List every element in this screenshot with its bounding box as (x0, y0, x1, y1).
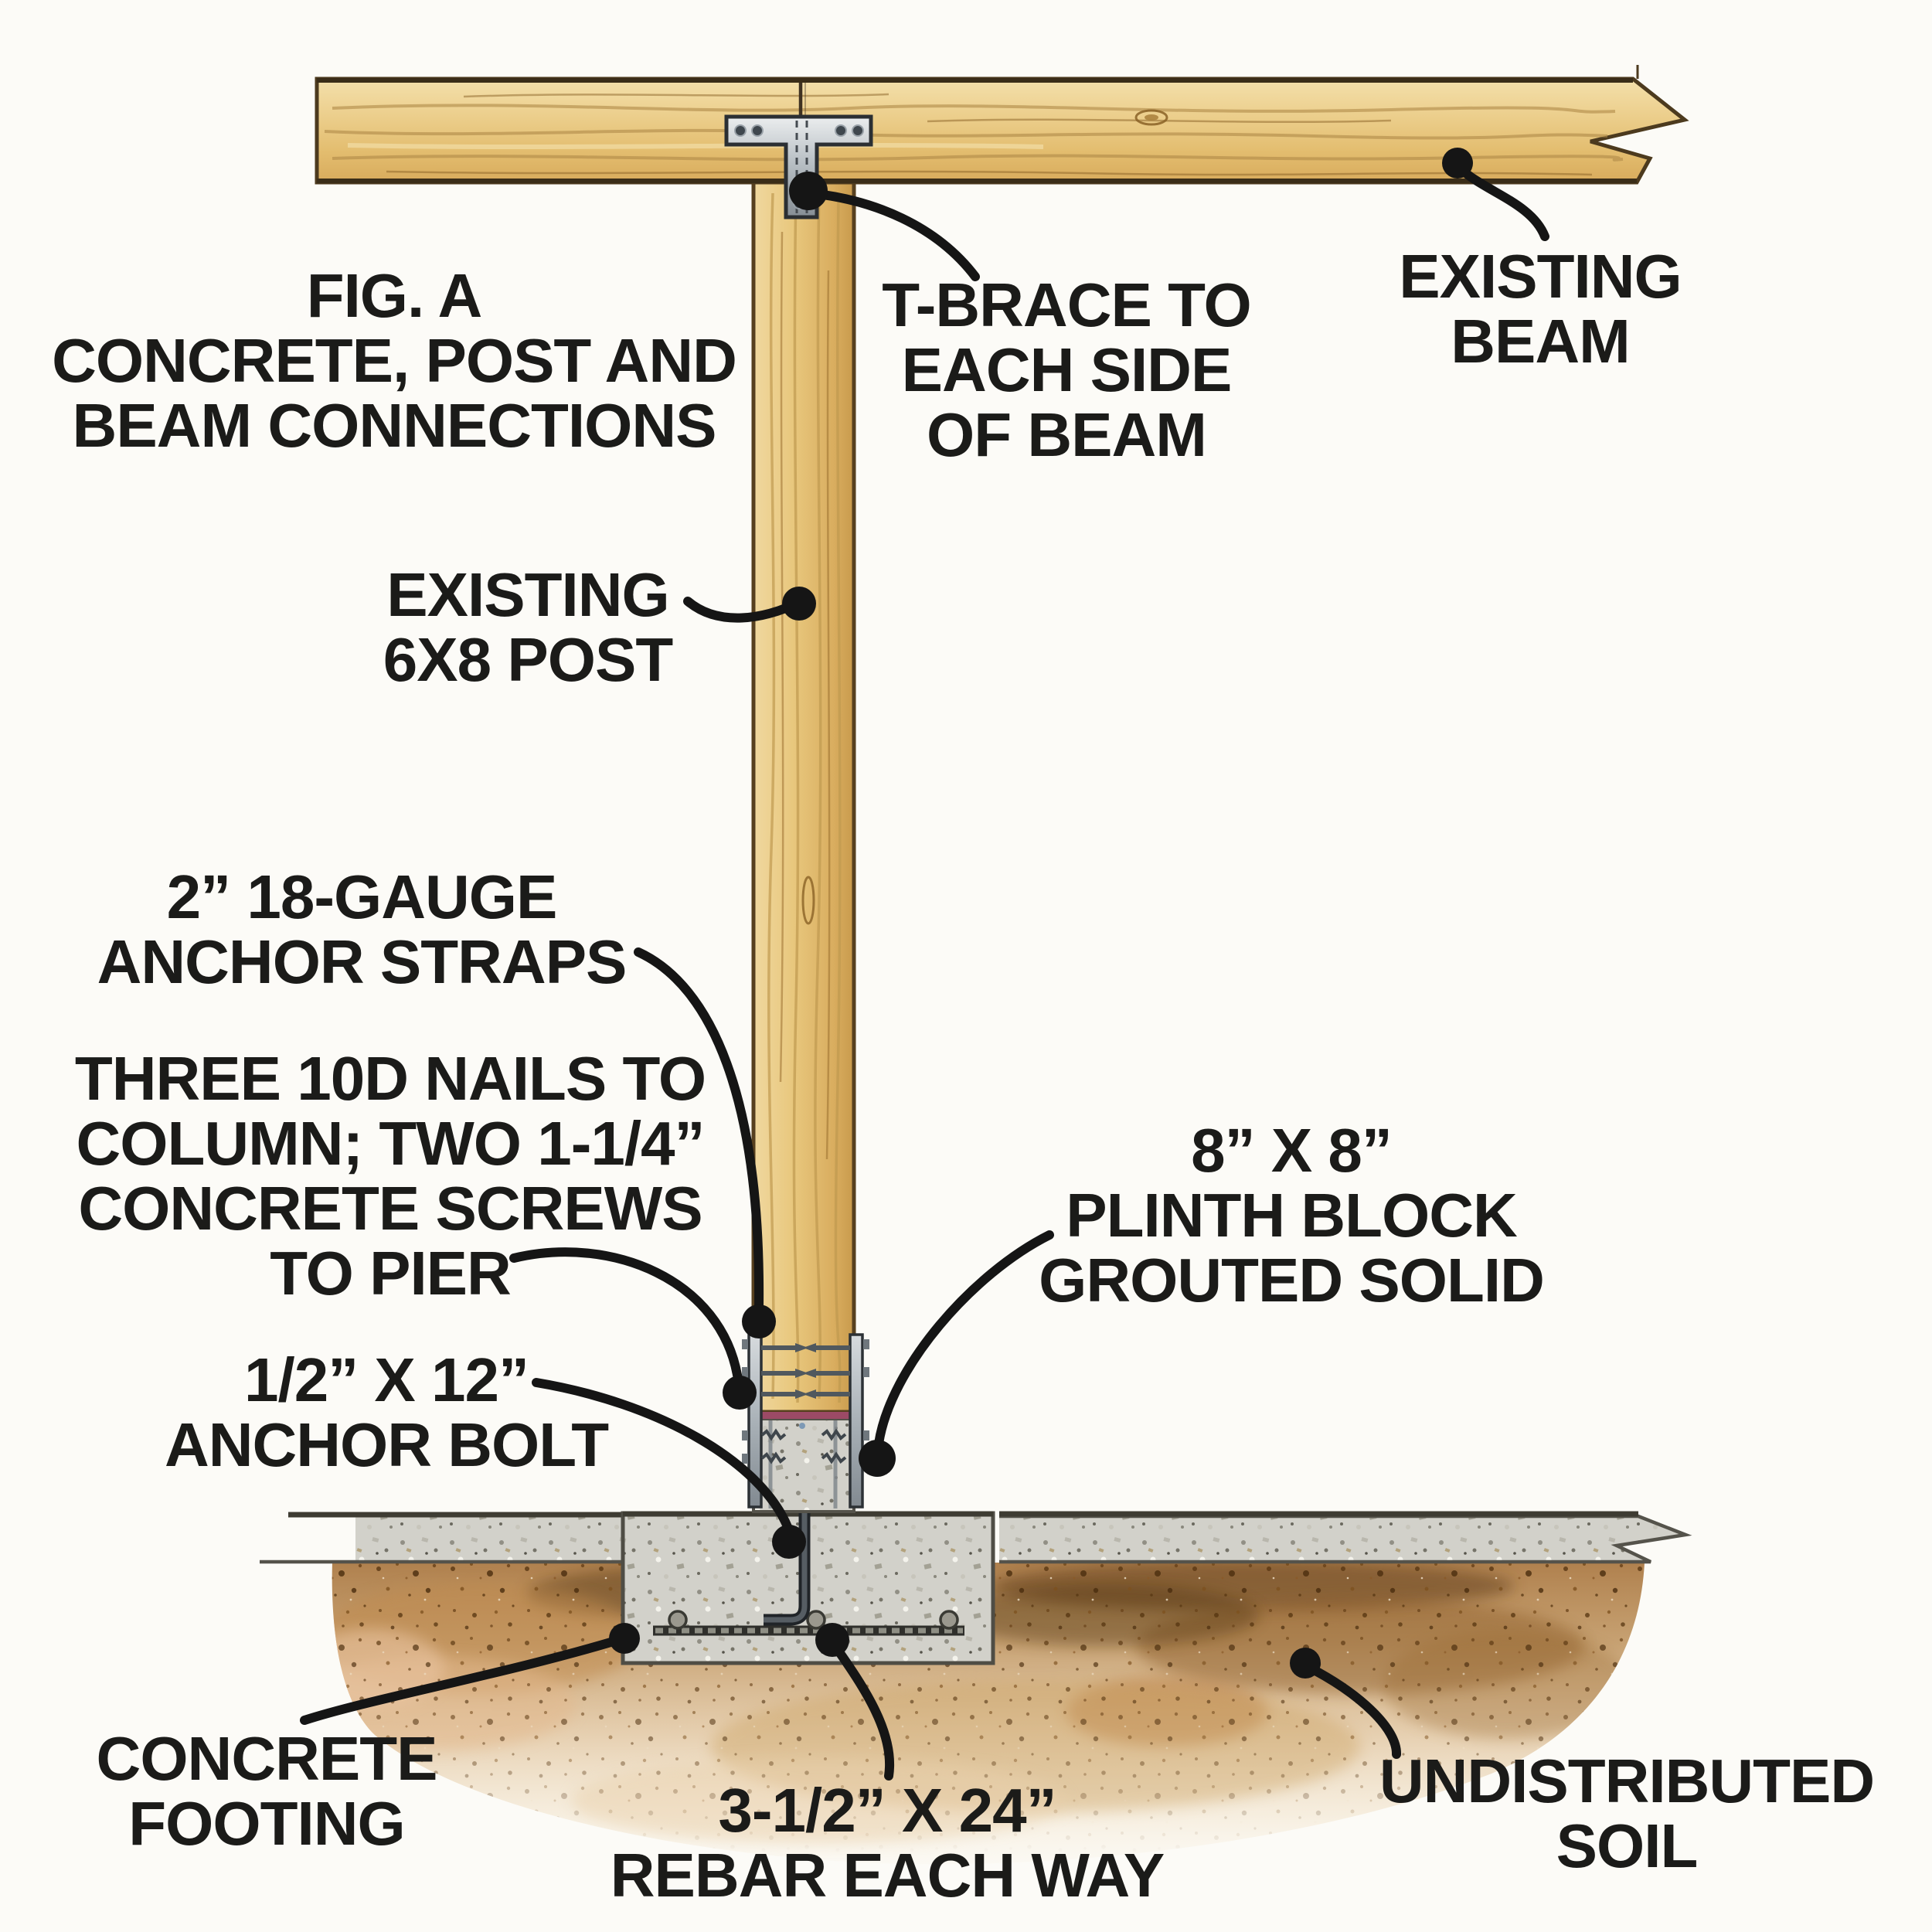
label-soil: UNDISTRIBUTED SOIL (1379, 1747, 1875, 1880)
leader-anchor-straps-dot (742, 1304, 776, 1338)
t-brace-screws (734, 124, 864, 209)
label-existing-post: EXISTING 6X8 POST (383, 560, 673, 694)
leader-anchor-straps-line (634, 947, 764, 1312)
leader-rebar-line (828, 1638, 895, 1781)
label-figure-title: FIG. A CONCRETE, POST AND BEAM CONNECTIO… (52, 261, 737, 460)
label-plinth: 8” X 8” PLINTH BLOCK GROUTED SOLID (1039, 1116, 1545, 1315)
label-footing: CONCRETE FOOTING (96, 1724, 438, 1858)
rebar-cross-section (806, 1610, 826, 1630)
label-nails: THREE 10D NAILS TO COLUMN; TWO 1-1/4” CO… (74, 1044, 706, 1308)
wood-knot (1134, 109, 1168, 126)
anchor-strap-right (849, 1333, 869, 1509)
slab-right-graphic (999, 1511, 1692, 1564)
leader-existing-post-dot (782, 587, 816, 621)
concrete-screw-marks (760, 1428, 847, 1464)
leader-anchor-bolt-dot (772, 1525, 806, 1559)
t-brace-plate (724, 114, 873, 219)
leader-rebar-dot (815, 1623, 849, 1657)
leader-soil-dot (1290, 1648, 1321, 1679)
leader-footing-line (300, 1634, 628, 1725)
rebar-cross-section (668, 1610, 688, 1630)
slab-left-graphic (260, 1512, 623, 1564)
leader-anchor-bolt-line (532, 1378, 793, 1533)
leader-plinth-dot (859, 1440, 896, 1477)
strap-nails (761, 1343, 850, 1399)
leader-soil-line (1301, 1661, 1402, 1759)
leader-nails-line (509, 1247, 743, 1384)
label-t-brace: T-BRACE TO EACH SIDE OF BEAM (882, 270, 1251, 469)
leader-footing-dot (609, 1623, 640, 1654)
existing-beam-graphic (315, 65, 1689, 185)
rebar-cross-section (939, 1610, 959, 1630)
label-anchor-straps: 2” 18-GAUGE ANCHOR STRAPS (97, 862, 628, 996)
label-anchor-bolt: 1/2” X 12” ANCHOR BOLT (164, 1345, 609, 1479)
wood-knot (801, 876, 815, 925)
leader-existing-beam-dot (1442, 148, 1473, 179)
leader-t-brace-line (805, 189, 980, 281)
label-existing-beam: EXISTING BEAM (1399, 242, 1682, 376)
leader-t-brace-dot (789, 172, 828, 210)
leader-nails-dot (723, 1376, 757, 1410)
leader-plinth-line (874, 1230, 1054, 1448)
post-graphic (751, 178, 856, 1419)
moisture-barrier (753, 1412, 854, 1419)
label-rebar: 3-1/2” X 24” REBAR EACH WAY (610, 1776, 1165, 1910)
